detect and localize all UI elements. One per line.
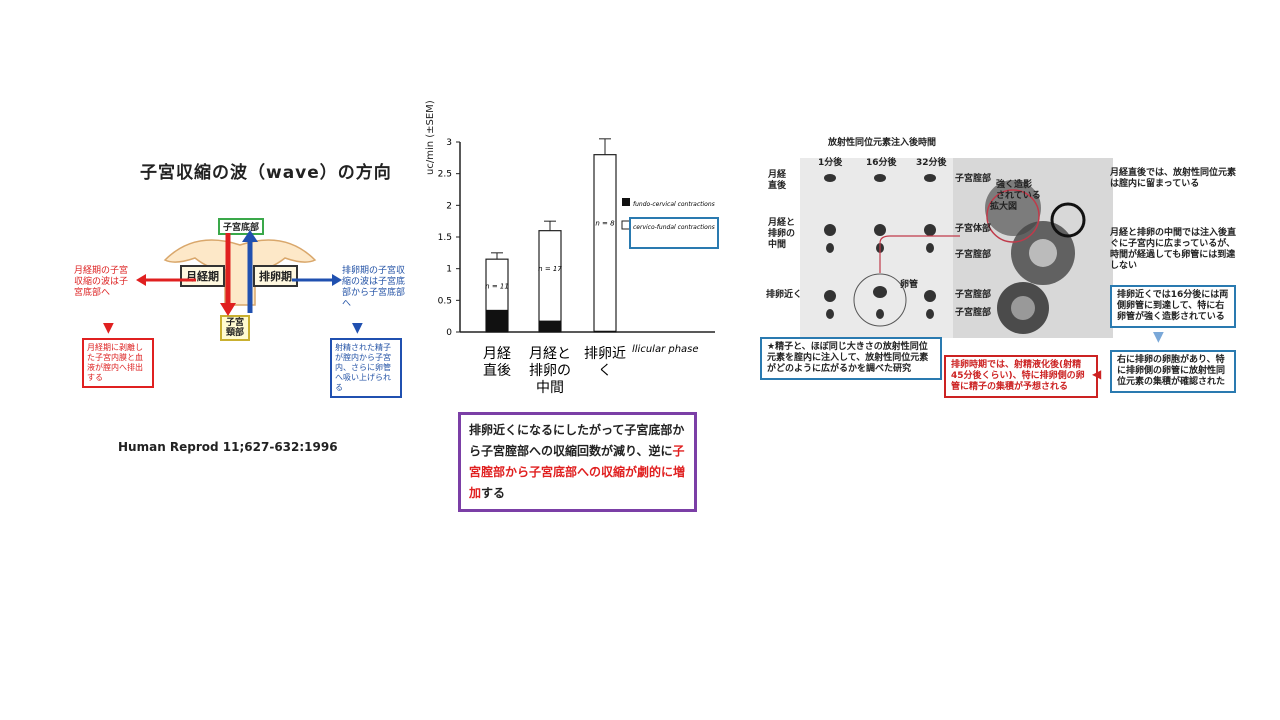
legend-label: cervico-fundal contractions [633,224,715,231]
contraction-bar-chart: 0 0.5 1 1.5 2 2.5 3 n = 11 月経直後 n = 17 月経と排卵の中間 n =… [438,138,719,396]
note-text-3: する [481,486,506,500]
uterine-wave-figure: 子宮収縮の波（wave）の方向 子宮底部 子宮 頸部 月経期 排卵期 月経期の子… [60,150,410,454]
bar-cervico-fundal [593,154,617,333]
legend-swatch-cervico [621,220,631,230]
y-tick-label: 2.5 [438,170,452,180]
ovulation-phase-label: 排卵期 [253,265,298,287]
n-label: n = 11 [485,282,509,290]
down-arrow-icon: ▼ [352,320,363,336]
y-tick-label: 0.5 [438,296,452,306]
left-red-arrow [136,274,196,286]
y-tick-label: 2 [446,201,452,211]
chart-ylabel: uc/min (±SEM) [425,100,436,175]
category-label: 排卵近く [584,346,626,379]
reference: Human Reprod 11;627-632:1996 [118,440,338,454]
down-arrow-icon: ▼ [1153,329,1164,345]
y-tick-label: 3 [446,138,452,148]
uterus-diagram [163,239,317,306]
legend-swatch-fundo [622,198,630,206]
struct-label: 子宮腟部 [955,250,992,260]
chart-note-box: 排卵近くになるにしたがって子宮底部から子宮腟部への収縮回数が減り、逆に子宮腟部か… [458,412,697,512]
bar-cervico-fundal [538,230,562,333]
n-label: n = 17 [538,265,562,273]
cervix-label: 子宮 頸部 [220,315,251,341]
y-tick-label: 1 [446,265,452,275]
y-tick-label: 1.5 [438,233,452,243]
row-label-1: 月経 直後 [768,170,787,191]
fundus-label: 子宮底部 [218,218,265,235]
row-label-2: 月経と 排卵の 中間 [768,218,796,250]
oviduct-label: 卵管 [900,280,919,290]
time-2: 16分後 [866,158,897,168]
down-arrow-icon: ▼ [103,320,114,336]
study-description-box: ★精子と、ほぼ同じ大きさの放射性同位元素を腟内に注入して、放射性同位元素がどのよ… [760,337,942,380]
note-text-1: 排卵近くになるにしたがって子宮底部から子宮腟部への収縮回数が減り、逆に [469,423,685,458]
legend-highlight-box [629,217,719,249]
wave-arrows [220,230,258,316]
note-mid: 月経と排卵の中間では注入後直ぐに子宮内に広まっているが、時間が経過しても卵管には… [1110,228,1237,271]
time-3: 32分後 [916,158,947,168]
struct-label: 子宮体部 [955,224,992,234]
struct-label: 子宮腟部 [955,174,992,184]
ovulation-wave-desc: 排卵期の子宮収縮の波は子宮底部から子宮底部へ [342,266,406,309]
scan-spots [824,174,960,327]
figure-title: 子宮収縮の波（wave）の方向 [140,163,392,183]
menstrual-effect-box: 月経期に剥離した子宮内膜と血液が腟内へ排出する [82,338,154,388]
note-ovulation-box: 排卵近くでは16分後には両側卵管に到達して、特に右卵管が強く造影されている [1110,285,1236,328]
legend-label: fundo-cervical contractions [633,201,715,208]
note-follicle-box: 右に排卵の卵胞があり、特に排卵側の卵管に放射性同位元素の集積が確認された [1110,350,1236,393]
zoom-label: 拡大図 [990,202,1018,212]
bar-fundo-cervical [539,320,561,332]
ovulation-sperm-box: 排卵時期では、射精液化後(射精45分後くらい)、特に排卵側の卵管に精子の集積が予… [944,355,1098,398]
row-label-3: 排卵近く [766,290,803,300]
zoom-scan-drawing [985,180,1086,334]
bar-fundo-cervical [594,330,616,332]
note-menstrual: 月経直後では、放射性同位元素は腟内に留まっている [1110,168,1237,189]
bar-fundo-cervical [486,309,508,332]
menstrual-wave-desc: 月経期の子宮収縮の波は子宮底部へ [74,266,129,298]
figure-header: 放射性同位元素注入後時間 [828,138,937,148]
category-label: 月経直後 [483,346,511,379]
left-arrow-icon: ◀ [1092,367,1102,381]
x-axis-fragment: llicular phase [632,344,699,355]
ovulation-effect-box: 射精された精子が腟内から子宮内、さらに卵管へ吸い上げられる [330,338,402,398]
time-1: 1分後 [818,158,843,168]
y-tick-label: 0 [446,328,452,338]
radioisotope-figure: 放射性同位元素注入後時間 1分後 16分後 32分後 月経 直後 月経と 排卵の… [758,130,1238,400]
category-label: 月経と排卵の中間 [529,346,571,396]
strong-contrast-label: 強く造影 されている [996,180,1041,201]
right-blue-arrow [292,274,342,286]
n-label: n = 8 [595,220,615,228]
struct-label: 子宮腟部 [955,308,992,318]
struct-label: 子宮腟部 [955,290,992,300]
note-text-highlight: 子宮腟部から子宮底部への収縮が劇的に増加 [469,444,686,500]
